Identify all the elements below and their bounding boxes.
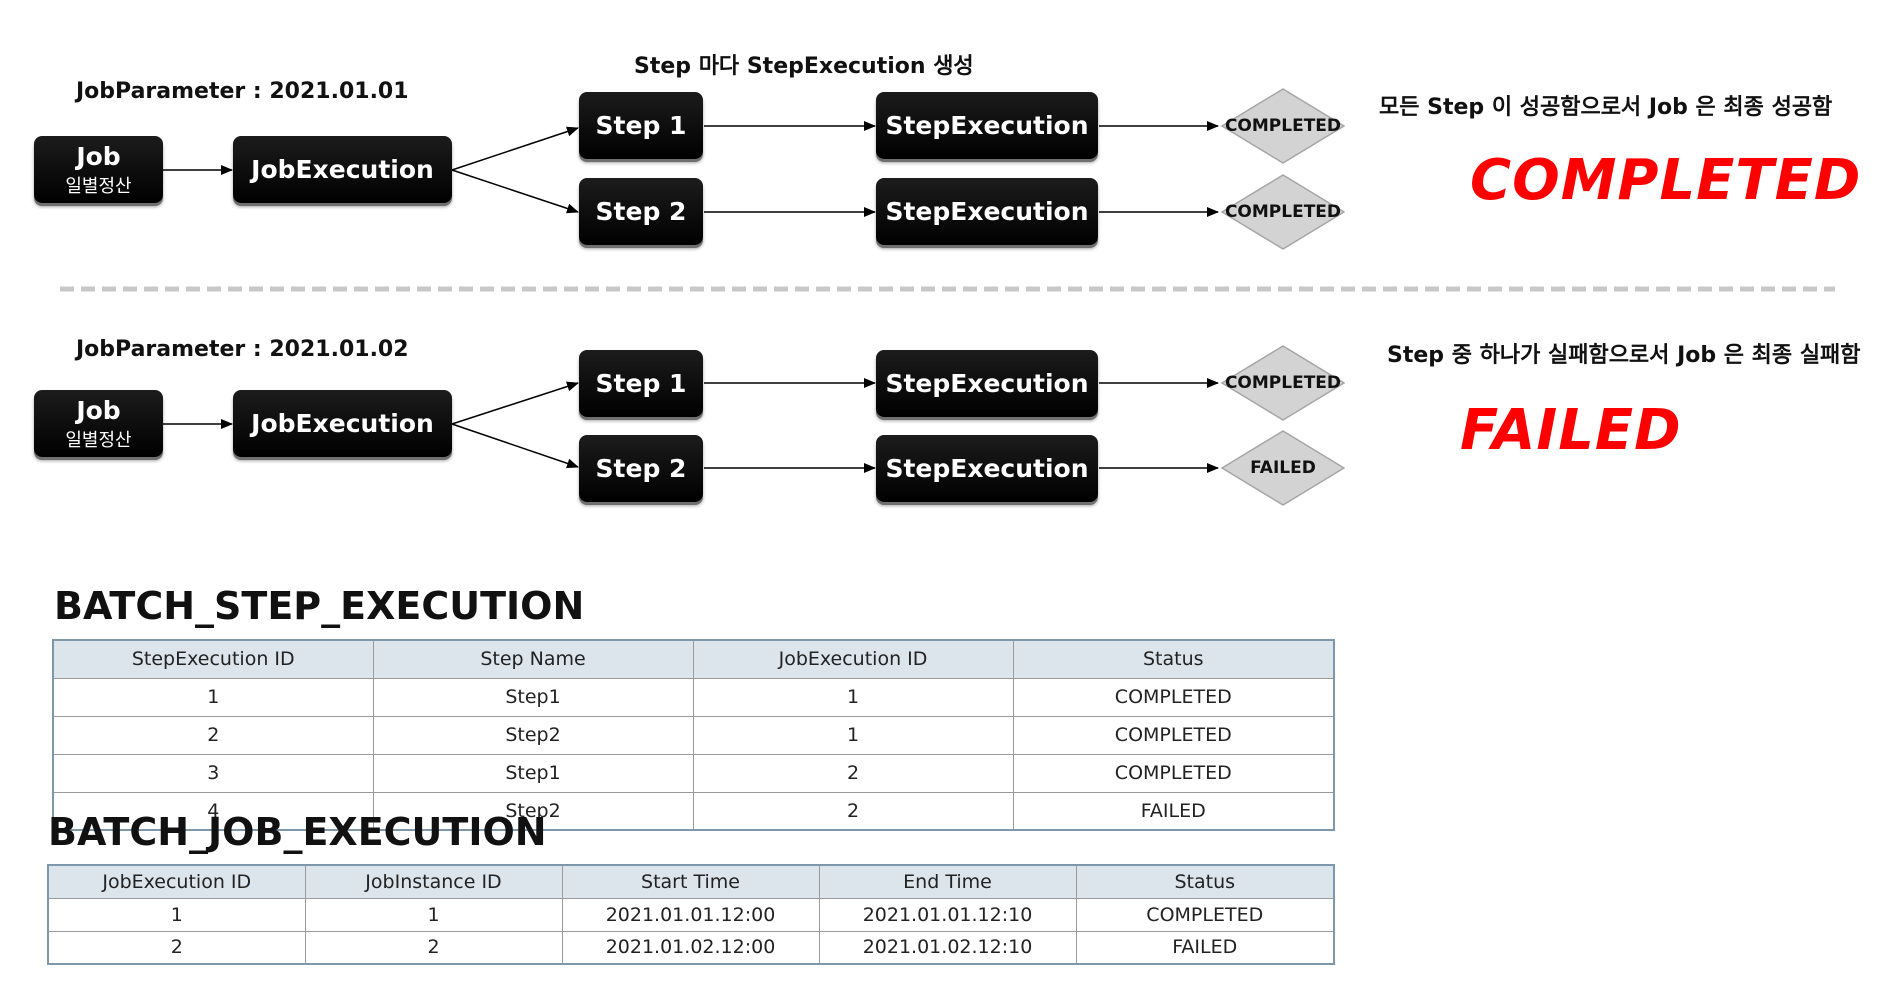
- table-cell: FAILED: [1075, 930, 1335, 965]
- table-cell: 1: [47, 897, 306, 932]
- column-header: JobInstance ID: [304, 864, 563, 899]
- table-cell: 2: [304, 930, 563, 965]
- table-cell: COMPLETED: [1012, 753, 1335, 793]
- job-node-label: Job: [76, 395, 121, 425]
- job-node-sublabel: 일별정산: [65, 175, 132, 197]
- table-cell: Step2: [372, 791, 694, 831]
- job-result-status: FAILED: [1460, 398, 1682, 463]
- table-row: 2 2 2021.01.02.12:00 2021.01.02.12:10 FA…: [47, 930, 1335, 965]
- step-status-label: COMPLETED: [1224, 202, 1342, 222]
- step-execution-table: StepExecution ID Step Name JobExecution …: [52, 639, 1335, 831]
- table-cell: COMPLETED: [1012, 677, 1335, 717]
- job-node: Job 일별정산: [34, 136, 163, 203]
- table-cell: COMPLETED: [1075, 897, 1335, 932]
- table-cell: FAILED: [1012, 791, 1335, 831]
- job-node: Job 일별정산: [34, 390, 163, 457]
- status-diamond: [1220, 345, 1346, 421]
- table-row: 3 Step1 2 COMPLETED: [52, 753, 1335, 793]
- job-result-note: 모든 Step 이 성공함으로서 Job 은 최종 성공함: [1379, 95, 1833, 120]
- job-result-status: COMPLETED: [1470, 148, 1862, 213]
- table-cell: 1: [52, 677, 374, 717]
- table-cell: 2: [692, 753, 1014, 793]
- arrow-jobexecution-to-step1: [451, 126, 579, 171]
- table-cell: 2: [692, 791, 1014, 831]
- table-cell: 3: [52, 753, 374, 793]
- step-node: Step 1: [579, 350, 703, 417]
- job-table-title: BATCH_JOB_EXECUTION: [48, 810, 547, 854]
- step-node: Step 2: [579, 435, 703, 502]
- column-header: JobExecution ID: [692, 639, 1014, 679]
- step-status-label: COMPLETED: [1224, 373, 1342, 393]
- table-cell: 2: [47, 930, 306, 965]
- status-diamond: [1220, 88, 1346, 164]
- job-node-label: Job: [76, 141, 121, 171]
- job-parameter-label: JobParameter : 2021.01.01: [76, 79, 409, 104]
- step-status-label: FAILED: [1250, 458, 1316, 478]
- table-cell: 4: [52, 791, 374, 831]
- step-status-label: COMPLETED: [1224, 116, 1342, 136]
- table-cell: 1: [692, 677, 1014, 717]
- job-parameter-label: JobParameter : 2021.01.02: [76, 337, 409, 362]
- table-cell: 2021.01.02.12:00: [561, 930, 820, 965]
- job-execution-node: JobExecution: [233, 136, 452, 203]
- status-diamond: [1220, 174, 1346, 250]
- column-header: Step Name: [372, 639, 694, 679]
- job-node-sublabel: 일별정산: [65, 429, 132, 451]
- table-cell: Step1: [372, 753, 694, 793]
- table-cell: Step1: [372, 677, 694, 717]
- table-cell: 2021.01.01.12:00: [561, 897, 820, 932]
- step-execution-node: StepExecution: [876, 350, 1098, 417]
- step-execution-node: StepExecution: [876, 92, 1098, 159]
- column-header: End Time: [818, 864, 1077, 899]
- table-cell: 2021.01.01.12:10: [818, 897, 1077, 932]
- arrow-jobexecution-to-step1: [451, 381, 579, 425]
- column-header: Status: [1012, 639, 1335, 679]
- job-execution-table: JobExecution ID JobInstance ID Start Tim…: [47, 864, 1335, 965]
- column-header: Start Time: [561, 864, 820, 899]
- table-row: 2 Step2 1 COMPLETED: [52, 715, 1335, 755]
- table-row: 1 1 2021.01.01.12:00 2021.01.01.12:10 CO…: [47, 897, 1335, 932]
- job-result-note: Step 중 하나가 실패함으로서 Job 은 최종 실패함: [1387, 343, 1861, 368]
- status-diamond: [1220, 430, 1346, 506]
- job-execution-node: JobExecution: [233, 390, 452, 457]
- arrow-jobexecution-to-step2: [451, 169, 579, 214]
- table-cell: 1: [304, 897, 563, 932]
- table-cell: Step2: [372, 715, 694, 755]
- table-cell: 2: [52, 715, 374, 755]
- step-execution-node: StepExecution: [876, 178, 1098, 245]
- column-header: Status: [1075, 864, 1335, 899]
- column-header: StepExecution ID: [52, 639, 374, 679]
- top-caption: Step 마다 StepExecution 생성: [634, 54, 974, 79]
- column-header: JobExecution ID: [47, 864, 306, 899]
- table-cell: 1: [692, 715, 1014, 755]
- table-row: 1 Step1 1 COMPLETED: [52, 677, 1335, 717]
- step-node: Step 1: [579, 92, 703, 159]
- step-node: Step 2: [579, 178, 703, 245]
- step-table-title: BATCH_STEP_EXECUTION: [54, 584, 585, 628]
- table-row: 4 Step2 2 FAILED: [52, 791, 1335, 831]
- table-cell: COMPLETED: [1012, 715, 1335, 755]
- step-execution-node: StepExecution: [876, 435, 1098, 502]
- table-cell: 2021.01.02.12:10: [818, 930, 1077, 965]
- arrow-jobexecution-to-step2: [451, 423, 579, 469]
